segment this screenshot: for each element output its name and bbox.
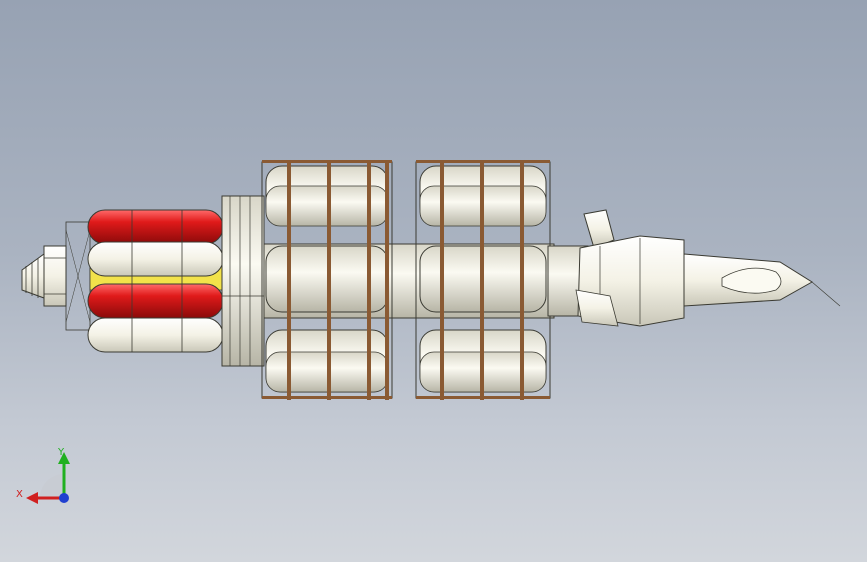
engine-nozzle[interactable] xyxy=(21,221,91,331)
x-axis-label: X xyxy=(16,489,23,500)
fuel-tank-cluster[interactable] xyxy=(87,209,231,353)
x-axis-arrowhead xyxy=(26,492,38,504)
structural-bands xyxy=(262,160,550,400)
triad-plane-icon xyxy=(40,474,64,498)
y-axis-label: Y xyxy=(57,447,65,458)
z-axis-dot xyxy=(59,493,69,503)
interstage-ring[interactable] xyxy=(221,195,265,367)
y-axis-arrowhead xyxy=(58,452,70,464)
shuttle-vehicle[interactable] xyxy=(575,209,841,327)
